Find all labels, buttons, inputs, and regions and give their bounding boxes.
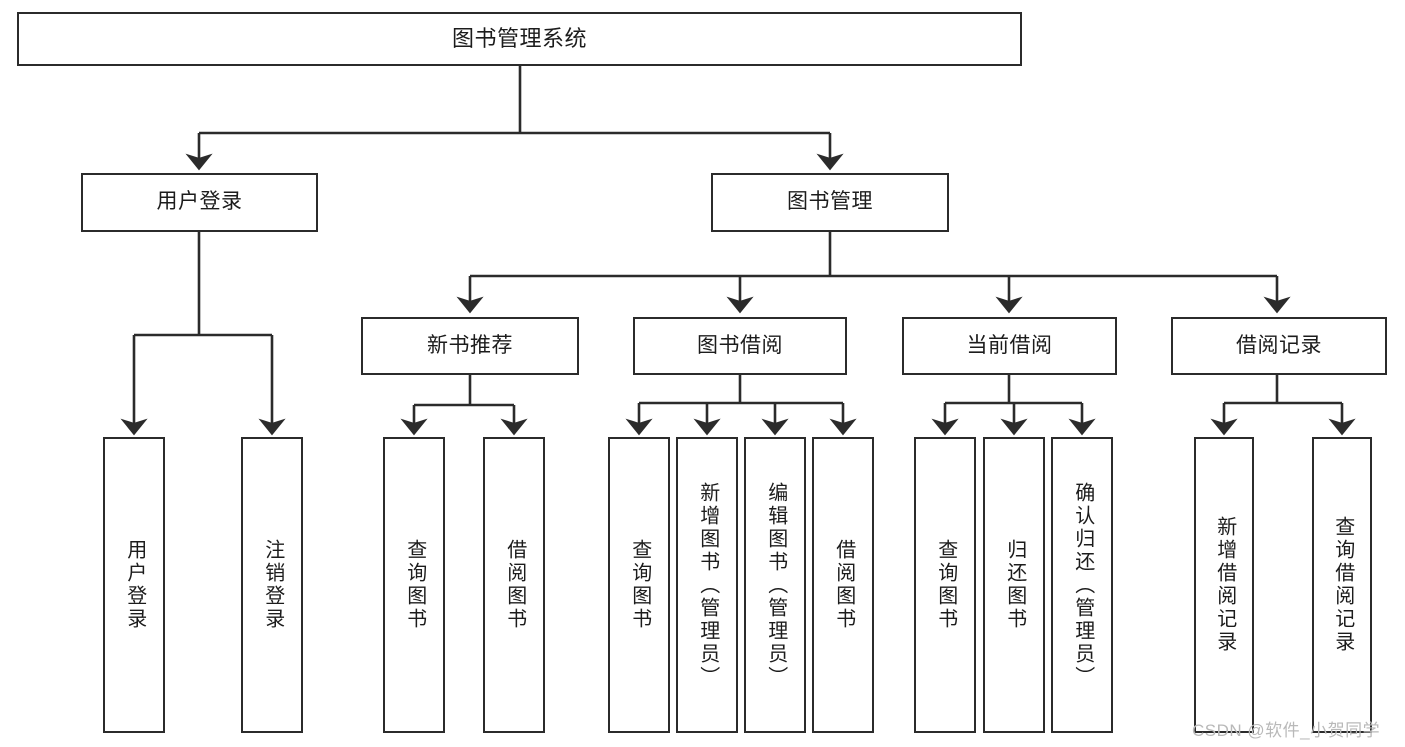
node-label: 图书借阅 — [697, 333, 783, 357]
node-user-login[interactable]: 用户登录 — [81, 173, 318, 232]
node-book-borrow[interactable]: 图书借阅 — [633, 317, 847, 375]
leaf-user-login-login[interactable]: 用户登录 — [103, 437, 165, 733]
leaf-book-borrow-query-book[interactable]: 查询图书 — [608, 437, 670, 733]
node-label: 查询借阅记录 — [1331, 516, 1354, 654]
leaf-new-book-borrow-book[interactable]: 借阅图书 — [483, 437, 545, 733]
node-label: 借阅图书 — [503, 539, 526, 631]
node-new-book-recommend[interactable]: 新书推荐 — [361, 317, 579, 375]
leaf-borrow-record-query-record[interactable]: 查询借阅记录 — [1312, 437, 1372, 733]
leaf-new-book-query-book[interactable]: 查询图书 — [383, 437, 445, 733]
leaf-current-borrow-return-book[interactable]: 归还图书 — [983, 437, 1045, 733]
node-current-borrow[interactable]: 当前借阅 — [902, 317, 1117, 375]
node-label: 确认归还（管理员） — [1071, 481, 1094, 689]
node-label: 借阅图书 — [832, 539, 855, 631]
node-label: 借阅记录 — [1236, 333, 1322, 357]
node-label: 用户登录 — [156, 190, 243, 214]
node-label: 用户登录 — [123, 539, 146, 631]
node-label: 新书推荐 — [427, 333, 513, 357]
node-borrow-record[interactable]: 借阅记录 — [1171, 317, 1387, 375]
node-label: 查询图书 — [403, 539, 426, 631]
leaf-current-borrow-confirm-return-admin[interactable]: 确认归还（管理员） — [1051, 437, 1113, 733]
leaf-borrow-record-add-record[interactable]: 新增借阅记录 — [1194, 437, 1254, 733]
node-label: 新增图书（管理员） — [696, 481, 719, 689]
watermark-csdn: CSDN @软件_小贺同学 — [1192, 721, 1381, 740]
node-label: 当前借阅 — [966, 333, 1053, 357]
node-label: 归还图书 — [1003, 539, 1026, 631]
node-book-management[interactable]: 图书管理 — [711, 173, 949, 232]
node-root-library-management-system[interactable]: 图书管理系统 — [17, 12, 1022, 66]
leaf-current-borrow-query-book[interactable]: 查询图书 — [914, 437, 976, 733]
leaf-book-borrow-borrow-book[interactable]: 借阅图书 — [812, 437, 874, 733]
leaf-book-borrow-edit-book-admin[interactable]: 编辑图书（管理员） — [744, 437, 806, 733]
node-label: 图书管理 — [787, 190, 873, 214]
node-label: 查询图书 — [628, 539, 651, 631]
node-label: 图书管理系统 — [451, 26, 587, 52]
node-label: 编辑图书（管理员） — [764, 481, 787, 689]
node-label: 注销登录 — [261, 539, 284, 631]
node-label: 查询图书 — [934, 539, 957, 631]
node-label: 新增借阅记录 — [1213, 516, 1236, 654]
leaf-book-borrow-add-book-admin[interactable]: 新增图书（管理员） — [676, 437, 738, 733]
leaf-user-login-logout[interactable]: 注销登录 — [241, 437, 303, 733]
